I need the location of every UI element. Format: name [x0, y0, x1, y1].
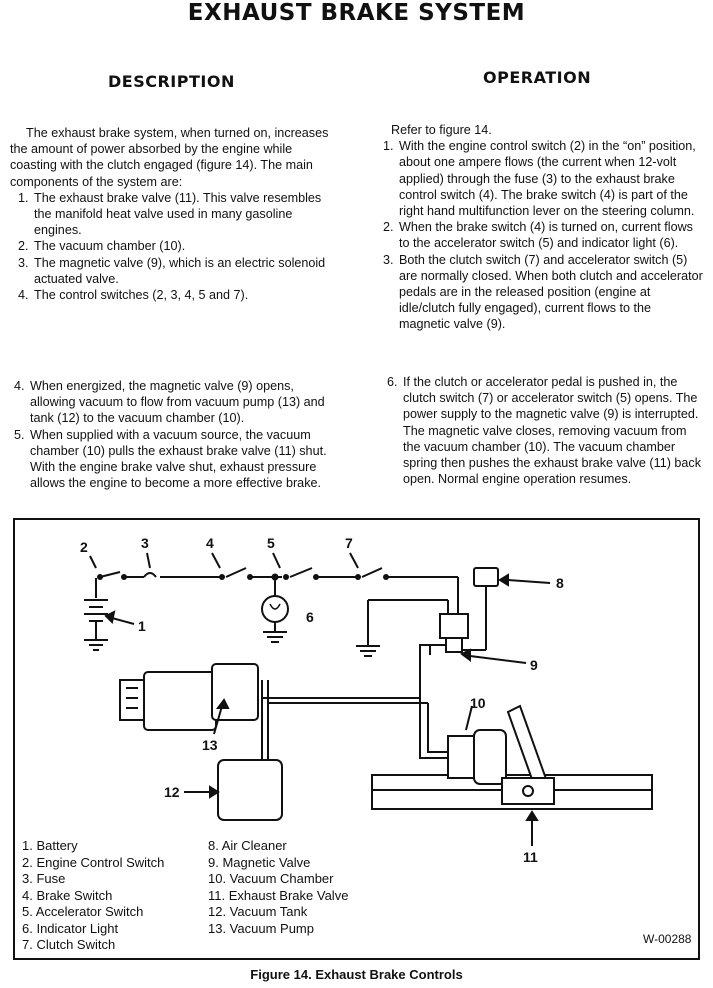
- list-item: 4.The control switches (2, 3, 4, 5 and 7…: [18, 288, 249, 303]
- legend-item: 9. Magnetic Valve: [208, 854, 311, 870]
- list-item: 1.With the engine control switch (2) in …: [383, 139, 696, 219]
- vacuum-tank: [217, 759, 283, 821]
- bulb-filament: [269, 603, 281, 610]
- list-item: 6.If the clutch or accelerator pedal is …: [387, 375, 701, 487]
- callout-6: 6: [306, 609, 314, 625]
- callout-8: 8: [556, 575, 564, 591]
- legend-left: 1. Battery 2. Engine Control Switch 3. F…: [22, 838, 164, 954]
- callout-5: 5: [267, 535, 275, 551]
- callout-7: 7: [345, 535, 353, 551]
- list-item: 2.When the brake switch (4) is turned on…: [383, 220, 693, 251]
- legend-item: 4. Brake Switch: [22, 887, 113, 903]
- list-item: 3.The magnetic valve (9), which is an el…: [18, 255, 326, 286]
- callout-2: 2: [80, 539, 88, 555]
- operation-continued-left: 4.When energized, the magnetic valve (9)…: [14, 378, 336, 491]
- page-title: EXHAUST BRAKE SYSTEM: [187, 0, 526, 26]
- callout-11: 11: [523, 849, 538, 865]
- figure-frame: [13, 518, 700, 960]
- list-item: 3.Both the clutch switch (7) and acceler…: [383, 252, 703, 332]
- vacuum-chamber: [447, 729, 507, 785]
- list-item: 1.The exhaust brake valve (11). This val…: [18, 190, 322, 238]
- list-item: 5.When supplied with a vacuum source, th…: [14, 427, 327, 491]
- callout-10: 10: [470, 695, 486, 711]
- legend-right: 8. Air Cleaner 9. Magnetic Valve 10. Vac…: [208, 838, 348, 937]
- list-item: 2.The vacuum chamber (10).: [18, 239, 186, 254]
- vacuum-pump: [119, 663, 259, 731]
- legend-item: 8. Air Cleaner: [208, 838, 287, 853]
- legend-item: 6. Indicator Light: [22, 920, 119, 936]
- description-intro: The exhaust brake system, when turned on…: [10, 126, 329, 189]
- legend-item: 2. Engine Control Switch: [22, 854, 165, 870]
- callout-13: 13: [202, 737, 218, 753]
- callout-3: 3: [141, 535, 149, 551]
- vacuum-hoses: [261, 644, 448, 760]
- callout-leaders: [89, 552, 551, 846]
- drawing-code: W-00288: [643, 932, 692, 946]
- legend-item: 12. Vacuum Tank: [208, 904, 308, 919]
- operation-intro: Refer to figure 14.: [391, 123, 492, 137]
- wiring: [84, 567, 459, 657]
- list-item: 4.When energized, the magnetic valve (9)…: [14, 379, 325, 426]
- magnetic-valve: [439, 613, 469, 653]
- callout-9: 9: [530, 657, 538, 673]
- legend-item: 7. Clutch Switch: [22, 937, 116, 952]
- legend-item: 5. Accelerator Switch: [22, 904, 144, 919]
- callout-1: 1: [138, 618, 146, 634]
- description-heading: DESCRIPTION: [108, 72, 235, 91]
- wire-terminals: [97, 573, 389, 581]
- legend-item: 11. Exhaust Brake Valve: [208, 887, 349, 903]
- description-section: The exhaust brake system, when turned on…: [10, 125, 336, 303]
- operation-heading: OPERATION: [483, 68, 592, 87]
- legend-item: 3. Fuse: [22, 871, 66, 886]
- legend-item: 1. Battery: [22, 838, 78, 853]
- figure-caption: Figure 14. Exhaust Brake Controls: [250, 967, 463, 982]
- operation-continued-right: 6.If the clutch or accelerator pedal is …: [387, 374, 703, 487]
- callout-12: 12: [164, 784, 180, 800]
- callout-4: 4: [206, 535, 214, 551]
- exhaust-brake-valve: [501, 704, 555, 805]
- operation-section: Refer to figure 14. 1.With the engine co…: [383, 122, 703, 333]
- legend-item: 13. Vacuum Pump: [208, 920, 314, 936]
- legend-item: 10. Vacuum Chamber: [208, 871, 334, 886]
- air-cleaner: [462, 567, 499, 651]
